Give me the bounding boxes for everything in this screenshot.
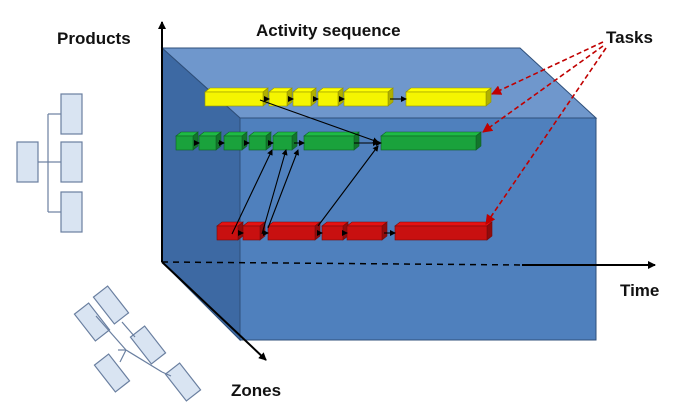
task-bar-yellow	[268, 87, 293, 107]
tasks-callout-arrows	[482, 41, 607, 225]
task-bar-green	[380, 131, 482, 151]
task-connectors	[194, 96, 407, 236]
zones-axis-label: Zones	[231, 381, 281, 400]
zones-axis	[161, 261, 267, 361]
product-tree-icon	[16, 93, 83, 233]
time-axis-dashed	[161, 261, 523, 266]
task-bar-green	[198, 131, 222, 151]
task-bar-red	[267, 221, 321, 241]
task-bar-red	[242, 221, 266, 241]
task-bar-red	[216, 221, 244, 241]
task-bar-green	[303, 131, 360, 151]
dependency-arrow	[259, 99, 379, 144]
dependency-arrow	[231, 149, 273, 235]
task-bar-green	[248, 131, 272, 151]
dependency-arrow	[267, 149, 300, 229]
task-bar-green	[272, 131, 298, 151]
task-bar-red	[321, 221, 349, 241]
tasks-arrow-green	[482, 45, 604, 133]
activity-sequence-label: Activity sequence	[256, 21, 401, 40]
task-bar-yellow	[343, 87, 394, 107]
task-bar-red	[394, 221, 493, 241]
task-bar-yellow	[317, 87, 344, 107]
task-bar-red	[346, 221, 388, 241]
task-bar-yellow	[204, 87, 269, 107]
task-bar-yellow	[405, 87, 492, 107]
tasks-arrow-red	[485, 47, 607, 225]
tasks-label: Tasks	[606, 28, 653, 47]
axes	[158, 21, 656, 361]
zone-tree-icon	[73, 285, 202, 402]
task-bar-green	[175, 131, 199, 151]
dependency-arrow	[261, 149, 288, 235]
products-axis-label: Products	[57, 29, 131, 48]
task-bar-green	[223, 131, 248, 151]
task-bar-yellow	[292, 87, 317, 107]
tasks-arrow-yellow	[491, 41, 604, 95]
time-axis-label: Time	[620, 281, 659, 300]
dependency-arrow	[317, 145, 379, 227]
